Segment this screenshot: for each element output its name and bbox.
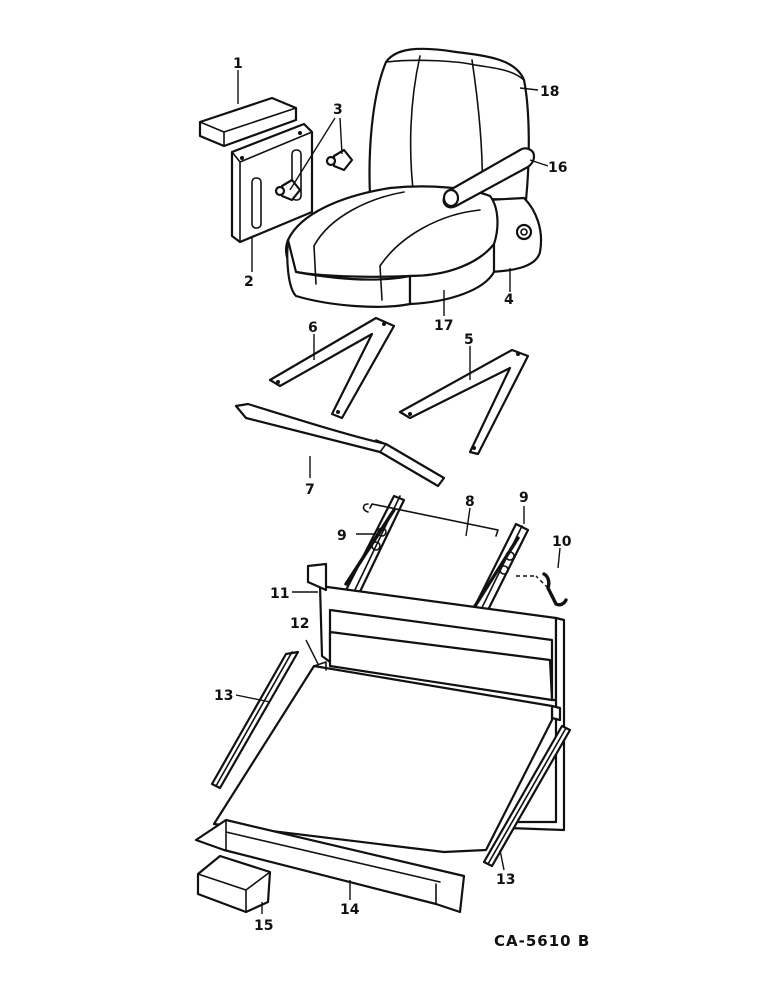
seat-bracket-right (398, 348, 530, 456)
callout-8: 8 (465, 494, 475, 510)
callout-2: 2 (244, 274, 254, 290)
callout-18: 18 (540, 84, 559, 100)
callout-17: 17 (434, 318, 453, 334)
callout-15: 15 (254, 918, 273, 934)
callout-5: 5 (464, 332, 474, 348)
callout-10: 10 (552, 534, 572, 550)
callout-13-right: 13 (496, 872, 515, 888)
callout-13-left: 13 (214, 688, 233, 704)
callout-9-left: 9 (337, 528, 347, 544)
callout-11: 11 (270, 586, 289, 602)
seat-assembly (285, 47, 543, 308)
side-strip-right (482, 724, 572, 868)
callout-16: 16 (548, 160, 567, 176)
seat-bracket-left (268, 316, 396, 420)
floor-panel (212, 661, 554, 854)
side-strip-left (210, 650, 300, 790)
callout-9-right: 9 (519, 490, 529, 506)
seat-mounting-plate (234, 402, 446, 488)
callout-7: 7 (305, 482, 315, 498)
callout-labels: 1 2 3 4 5 6 7 8 9 9 10 11 12 13 13 14 15… (214, 56, 572, 934)
callout-14: 14 (340, 902, 360, 918)
spacer-block (196, 854, 272, 914)
armrest-bracket (230, 122, 314, 244)
knob-fasteners (274, 148, 354, 202)
front-channel (194, 818, 466, 914)
callout-12: 12 (290, 616, 309, 632)
callout-1: 1 (233, 56, 243, 72)
callout-3: 3 (333, 102, 343, 118)
drawing-code: CA-5610 B (494, 932, 590, 950)
seat-box (306, 562, 566, 832)
callout-4: 4 (504, 292, 514, 308)
leader-lines (235, 70, 561, 914)
callout-6: 6 (308, 320, 318, 336)
adjust-handle (542, 572, 568, 607)
armrest-pad (198, 96, 298, 148)
